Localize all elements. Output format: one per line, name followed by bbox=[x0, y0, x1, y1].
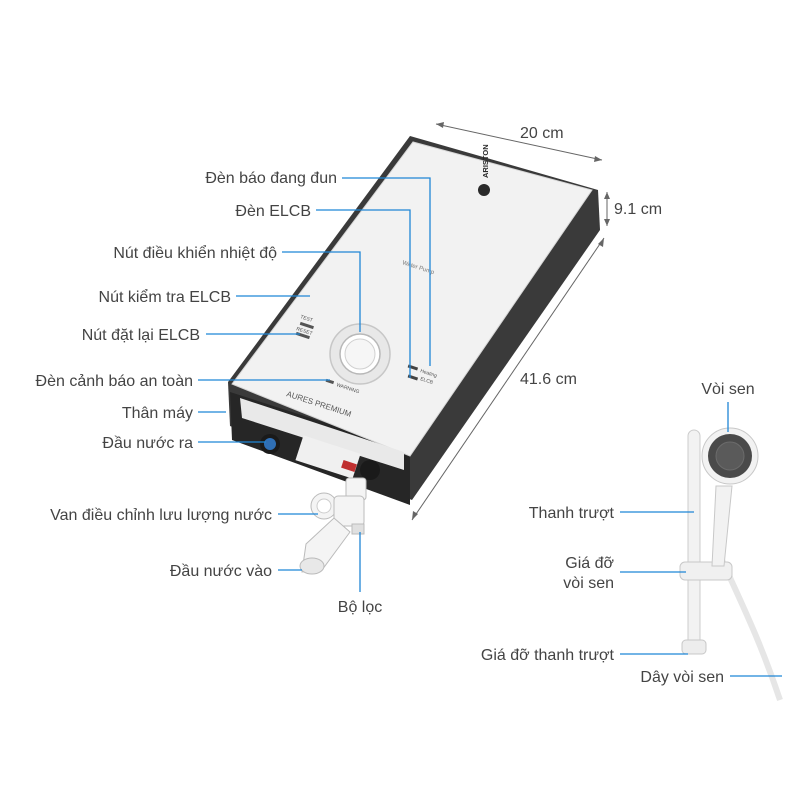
label-water-inlet: Đầu nước vào bbox=[170, 563, 272, 580]
slide-rail bbox=[687, 429, 701, 653]
shower-handle bbox=[711, 485, 733, 567]
water-inlet-pipe bbox=[299, 495, 365, 575]
label-water-outlet: Đầu nước ra bbox=[102, 435, 193, 452]
heater-labels: Đèn báo đang đun Đèn ELCB Nút điều khiển… bbox=[36, 170, 383, 616]
label-safety-light: Đèn cảnh báo an toàn bbox=[36, 373, 193, 390]
heating-text: Heating bbox=[419, 368, 437, 379]
shower-leader-lines bbox=[620, 402, 782, 677]
reset-text: RESET bbox=[295, 326, 313, 337]
rail-bracket bbox=[681, 639, 707, 655]
water-heater: ARISTON AURES PREMIUM Water Pump Heating… bbox=[228, 136, 600, 575]
sticker-red-mark bbox=[341, 460, 357, 472]
dimension-width-label: 20 cm bbox=[520, 125, 564, 142]
heater-leader-lines bbox=[198, 177, 431, 592]
label-filter: Bộ lọc bbox=[338, 599, 382, 616]
label-elcb-test: Nút kiểm tra ELCB bbox=[99, 288, 231, 306]
label-flow-valve: Van điều chỉnh lưu lượng nước bbox=[50, 507, 272, 524]
label-elcb-light: Đèn ELCB bbox=[235, 203, 311, 220]
shower-set bbox=[679, 427, 783, 701]
temperature-knob[interactable] bbox=[329, 323, 391, 385]
water-inlet-connector bbox=[360, 460, 380, 480]
ariston-logo: ARISTON bbox=[478, 144, 490, 196]
label-shower-head: Vòi sen bbox=[701, 381, 754, 398]
shower-hose bbox=[719, 558, 783, 701]
brand-text: ARISTON bbox=[481, 144, 490, 178]
shower-labels: Vòi sen Thanh trượt Giá đỡ vòi sen Giá đ… bbox=[481, 381, 755, 686]
label-body: Thân máy bbox=[122, 405, 193, 422]
elcb-test-button[interactable] bbox=[299, 321, 314, 330]
label-shower-holder-1: Giá đỡ bbox=[565, 555, 614, 572]
heater-label-strip bbox=[240, 398, 404, 470]
label-heating-light: Đèn báo đang đun bbox=[205, 170, 337, 187]
label-elcb-reset: Nút đặt lại ELCB bbox=[82, 327, 200, 344]
dimension-depth bbox=[604, 192, 610, 226]
test-text: TEST bbox=[299, 314, 313, 324]
inlet-filter bbox=[351, 523, 365, 535]
label-shower-holder-2: vòi sen bbox=[563, 575, 614, 592]
dimension-width bbox=[435, 122, 603, 162]
elcb-text: ELCB bbox=[419, 376, 434, 386]
shower-head bbox=[701, 427, 759, 485]
label-temperature-knob: Nút điều khiển nhiệt độ bbox=[113, 244, 277, 262]
dimension-height bbox=[411, 237, 605, 521]
heater-front-panel bbox=[231, 141, 593, 457]
dimension-height-label: 41.6 cm bbox=[520, 371, 577, 388]
label-slide-rail: Thanh trượt bbox=[529, 505, 615, 522]
label-rail-bracket: Giá đỡ thanh trượt bbox=[481, 647, 615, 664]
water-outlet bbox=[260, 434, 280, 454]
label-shower-hose: Dây vòi sen bbox=[640, 669, 724, 686]
dimension-depth-label: 9.1 cm bbox=[614, 201, 662, 218]
